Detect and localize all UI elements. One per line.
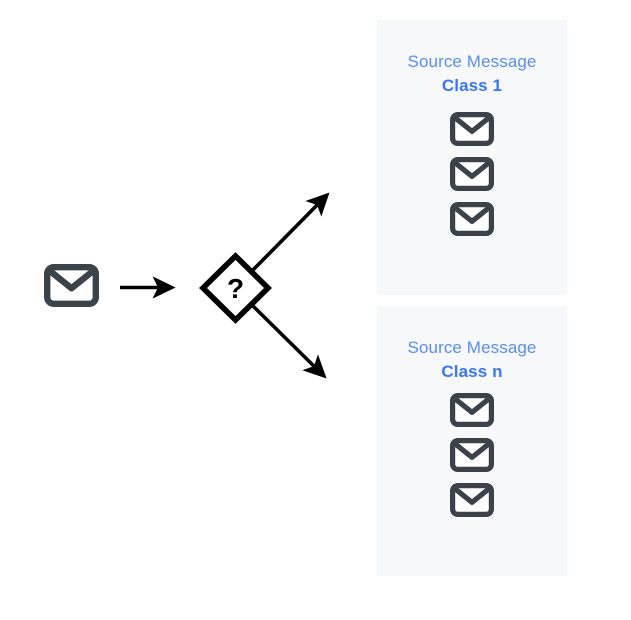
class-1-message-list — [377, 111, 567, 236]
class-n-panel: Source Message Class n — [377, 306, 567, 576]
envelope-icon — [449, 156, 494, 191]
class-1-title-line2: Class 1 — [441, 76, 503, 95]
decision-diamond — [199, 252, 272, 324]
class-n-title-line1: Source Message — [407, 338, 537, 357]
arrow-decision-to-class-n — [250, 303, 327, 379]
envelope-icon — [449, 201, 494, 236]
class-n-title-line2: Class n — [441, 362, 503, 381]
envelope-icon — [449, 111, 494, 146]
input-envelope-icon — [44, 264, 99, 307]
class-1-panel: Source Message Class 1 — [377, 20, 567, 295]
class-1-title-line1: Source Message — [407, 52, 537, 71]
arrow-decision-to-class-1 — [250, 192, 330, 273]
class-n-message-list — [377, 392, 567, 517]
decision-question-mark: ? — [227, 273, 244, 304]
envelope-icon — [449, 482, 494, 517]
envelope-icon — [449, 437, 494, 472]
envelope-icon — [449, 392, 494, 427]
